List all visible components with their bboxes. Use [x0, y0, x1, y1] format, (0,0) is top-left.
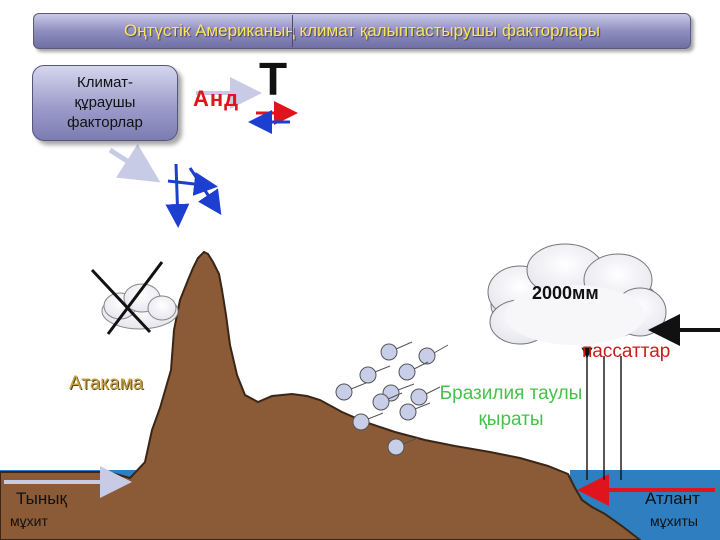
- rain-cloud-icon: [487, 243, 667, 345]
- pacific-label-word: Тынық: [16, 489, 67, 508]
- pacific-label-ocean: мұхит: [10, 513, 48, 529]
- precipitation-lines: [581, 347, 622, 480]
- title-bar: Оңтүстік Американың климат қалыптастыруш…: [33, 13, 691, 49]
- moist-air-icon: [335, 341, 449, 456]
- page-title: Оңтүстік Американың климат қалыптастыруш…: [123, 21, 601, 40]
- no-rain-cross-icon: [90, 261, 164, 335]
- climate-factors-label: Климат- құраушы факторлар: [67, 74, 143, 131]
- brazil-plateau-label: Бразилия таулы қыраты: [439, 383, 583, 430]
- factor-pointer-arrow: [108, 143, 161, 183]
- rainfall-label: 2000мм: [532, 283, 599, 303]
- trade-winds-label: пассаттар: [582, 341, 671, 362]
- land-profile: [0, 250, 642, 540]
- climate-factors-box: Климат- құраушы факторлар: [32, 65, 178, 141]
- atacama-label: Атакама: [69, 373, 144, 394]
- andes-label: Анд: [193, 86, 240, 111]
- title-divider: [292, 15, 293, 47]
- wind-arrows-icon: [165, 163, 222, 228]
- atlantic-label-word: Атлант: [645, 489, 700, 508]
- atlantic-label-ocean: мұхиты: [650, 513, 698, 529]
- t-letter-label: Т: [259, 53, 288, 105]
